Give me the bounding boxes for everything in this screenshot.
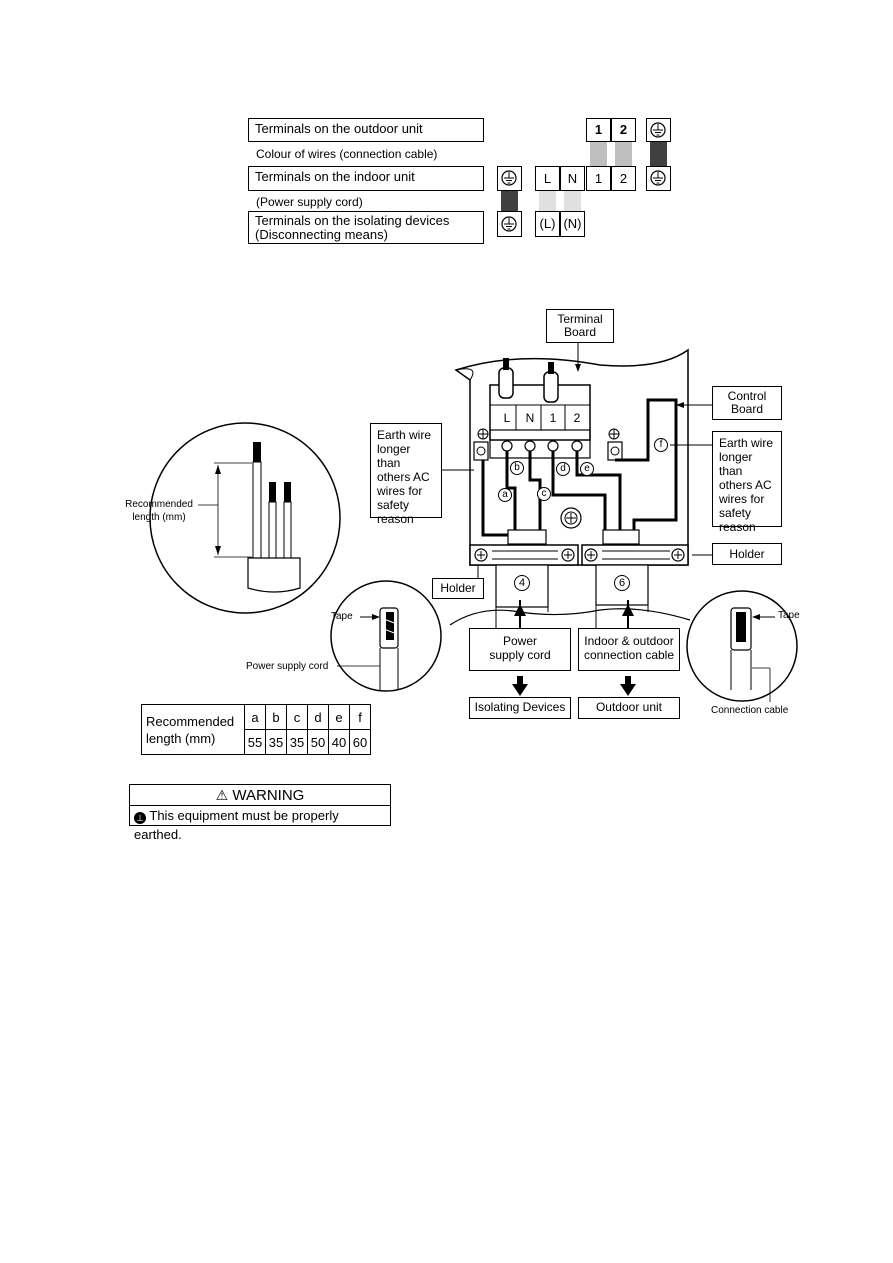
wire-letter-c: c (537, 487, 551, 501)
warning-text: This equipment must be properly earthed. (134, 808, 339, 842)
outdoor-unit-box: Outdoor unit (578, 697, 680, 719)
outdoor-terminals-label: Terminals on the outdoor unit (248, 118, 484, 142)
control-board-label: Control Board (712, 386, 782, 420)
recommended-length-table: Recommended length (mm) a b c d e f 55 3… (141, 704, 371, 755)
isolating-label-line2: (Disconnecting means) (255, 227, 388, 242)
earth-icon (501, 216, 517, 232)
warning-header: ⚠ WARNING (130, 785, 390, 806)
length-value-a: 55 (244, 729, 266, 755)
isolating-terminals-label: Terminals on the isolating devices (Disc… (248, 211, 484, 244)
isolating-label-line1: Terminals on the isolating devices (255, 213, 450, 228)
length-value-f: 60 (349, 729, 371, 755)
earth-icon (501, 170, 517, 186)
earth-icon (650, 122, 666, 138)
indoor-terminals-text: Terminals on the indoor unit (255, 169, 415, 184)
holder-right-label: Holder (712, 543, 782, 565)
wire-letter-a: a (498, 488, 512, 502)
board-terminal-1: 1 (549, 411, 557, 425)
power-colour-N (564, 191, 581, 211)
wire-colour-2 (615, 142, 632, 166)
warning-triangle-icon: ⚠ (215, 787, 229, 803)
length-letter-b: b (265, 704, 287, 730)
outdoor-terminals-text: Terminals on the outdoor unit (255, 121, 423, 136)
power-colour-earth (501, 191, 518, 211)
unit-body-outline (454, 348, 689, 566)
isolating-earth-terminal (497, 211, 522, 237)
wire-letter-d: d (556, 462, 570, 476)
warning-box: ⚠ WARNING ⊥ This equipment must be prope… (129, 784, 391, 842)
earth-wire-note-right: Earth wire longer than others AC wires f… (712, 431, 782, 534)
wire-letter-e: e (580, 462, 594, 476)
power-cord-label: Power supply cord (246, 661, 329, 672)
length-value-c: 35 (286, 729, 308, 755)
wire-colour-earth (650, 142, 667, 166)
length-table-header: Recommended length (mm) (141, 704, 245, 755)
terminal-board-label: Terminal Board (546, 309, 614, 343)
length-letter-d: d (307, 704, 329, 730)
indoor-terminal-2: 2 (611, 166, 636, 191)
isolating-devices-box: Isolating Devices (469, 697, 571, 719)
sleeve-number-right: 6 (614, 575, 630, 591)
power-colour-L (539, 191, 556, 211)
board-terminal-L: L (503, 411, 511, 425)
isolating-terminal-N: (N) (560, 211, 585, 237)
length-letter-e: e (328, 704, 350, 730)
board-terminal-N: N (525, 411, 535, 425)
outdoor-earth-terminal (646, 118, 671, 142)
indoor-terminal-N: N (560, 166, 585, 191)
length-letter-a: a (244, 704, 266, 730)
indoor-earth-terminal-right (646, 166, 671, 191)
earth-ground-icon: ⊥ (134, 812, 146, 824)
indoor-terminals-label: Terminals on the indoor unit (248, 166, 484, 191)
outdoor-terminal-1: 1 (586, 118, 611, 142)
length-letter-c: c (286, 704, 308, 730)
board-terminal-2: 2 (573, 411, 581, 425)
holder-left-label: Holder (432, 578, 484, 599)
earth-icon (650, 170, 666, 186)
length-value-e: 40 (328, 729, 350, 755)
isolating-terminal-L: (L) (535, 211, 560, 237)
recommended-length-label: Recommended length (mm) (125, 499, 193, 523)
warning-body: ⊥ This equipment must be properly earthe… (130, 806, 390, 844)
sleeve-number-left: 4 (514, 575, 530, 591)
wire-letter-f: f (654, 438, 668, 452)
wire-letter-b: b (510, 461, 524, 475)
power-supply-cord-paren: (Power supply cord) (256, 195, 363, 209)
wire-colour-1 (590, 142, 607, 166)
earth-wire-note-left: Earth wire longer than others AC wires f… (370, 423, 442, 526)
length-value-d: 50 (307, 729, 329, 755)
connection-cable-label: Connection cable (711, 705, 789, 716)
length-letter-f: f (349, 704, 371, 730)
connection-cable-box: Indoor & outdoor connection cable (578, 628, 680, 671)
indoor-terminal-L: L (535, 166, 560, 191)
tape-label-left: Tape (331, 611, 353, 622)
length-value-b: 35 (265, 729, 287, 755)
colour-of-wires-label: Colour of wires (connection cable) (256, 147, 438, 161)
outdoor-terminal-2: 2 (611, 118, 636, 142)
indoor-earth-terminal (497, 166, 522, 191)
tape-label-right: Tape (778, 610, 800, 621)
warning-title: WARNING (232, 787, 305, 804)
indoor-terminal-1: 1 (586, 166, 611, 191)
power-supply-cord-box: Power supply cord (469, 628, 571, 671)
